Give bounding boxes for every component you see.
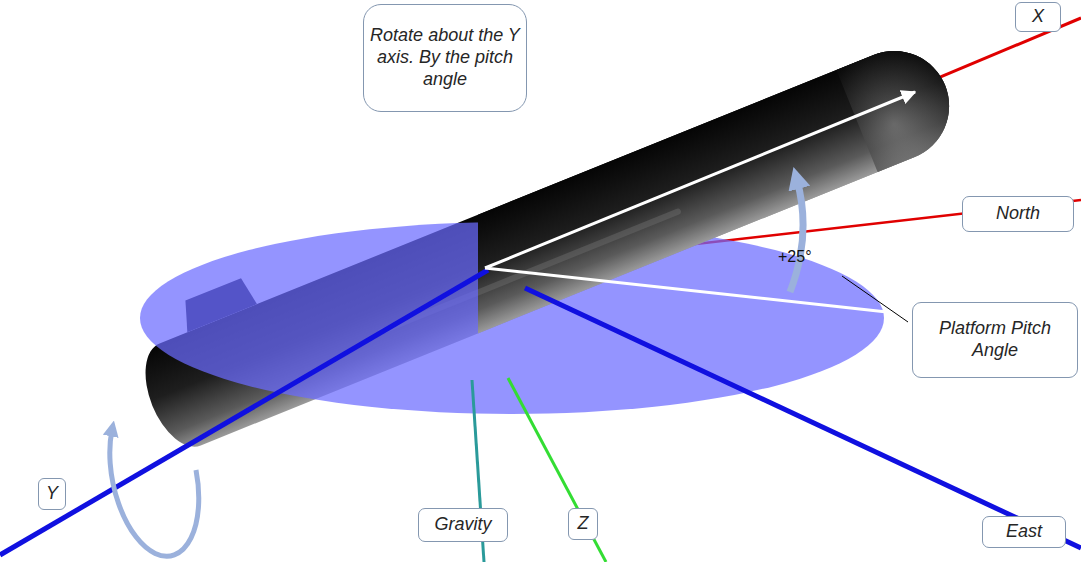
label-text: Y bbox=[46, 483, 58, 505]
label-text: Gravity bbox=[434, 514, 491, 536]
label-text: Platform Pitch Angle bbox=[919, 318, 1071, 362]
label-text: East bbox=[1006, 521, 1042, 543]
axis-label: North bbox=[962, 196, 1074, 232]
label-text: Rotate about the Y axis. By the pitch an… bbox=[370, 25, 520, 91]
callout-box: Rotate about the Y axis. By the pitch an… bbox=[363, 4, 527, 112]
angle-value: +25° bbox=[778, 248, 812, 266]
axis-label: X bbox=[1015, 2, 1061, 32]
axis-label: East bbox=[982, 516, 1066, 548]
label-text: X bbox=[1032, 6, 1044, 28]
label-text: North bbox=[996, 203, 1040, 225]
callout-box: Platform Pitch Angle bbox=[912, 302, 1078, 378]
axis-label: Gravity bbox=[418, 508, 508, 542]
axis-label: Z bbox=[568, 508, 598, 540]
label-text: Z bbox=[578, 513, 589, 535]
axis-label: Y bbox=[38, 478, 66, 510]
